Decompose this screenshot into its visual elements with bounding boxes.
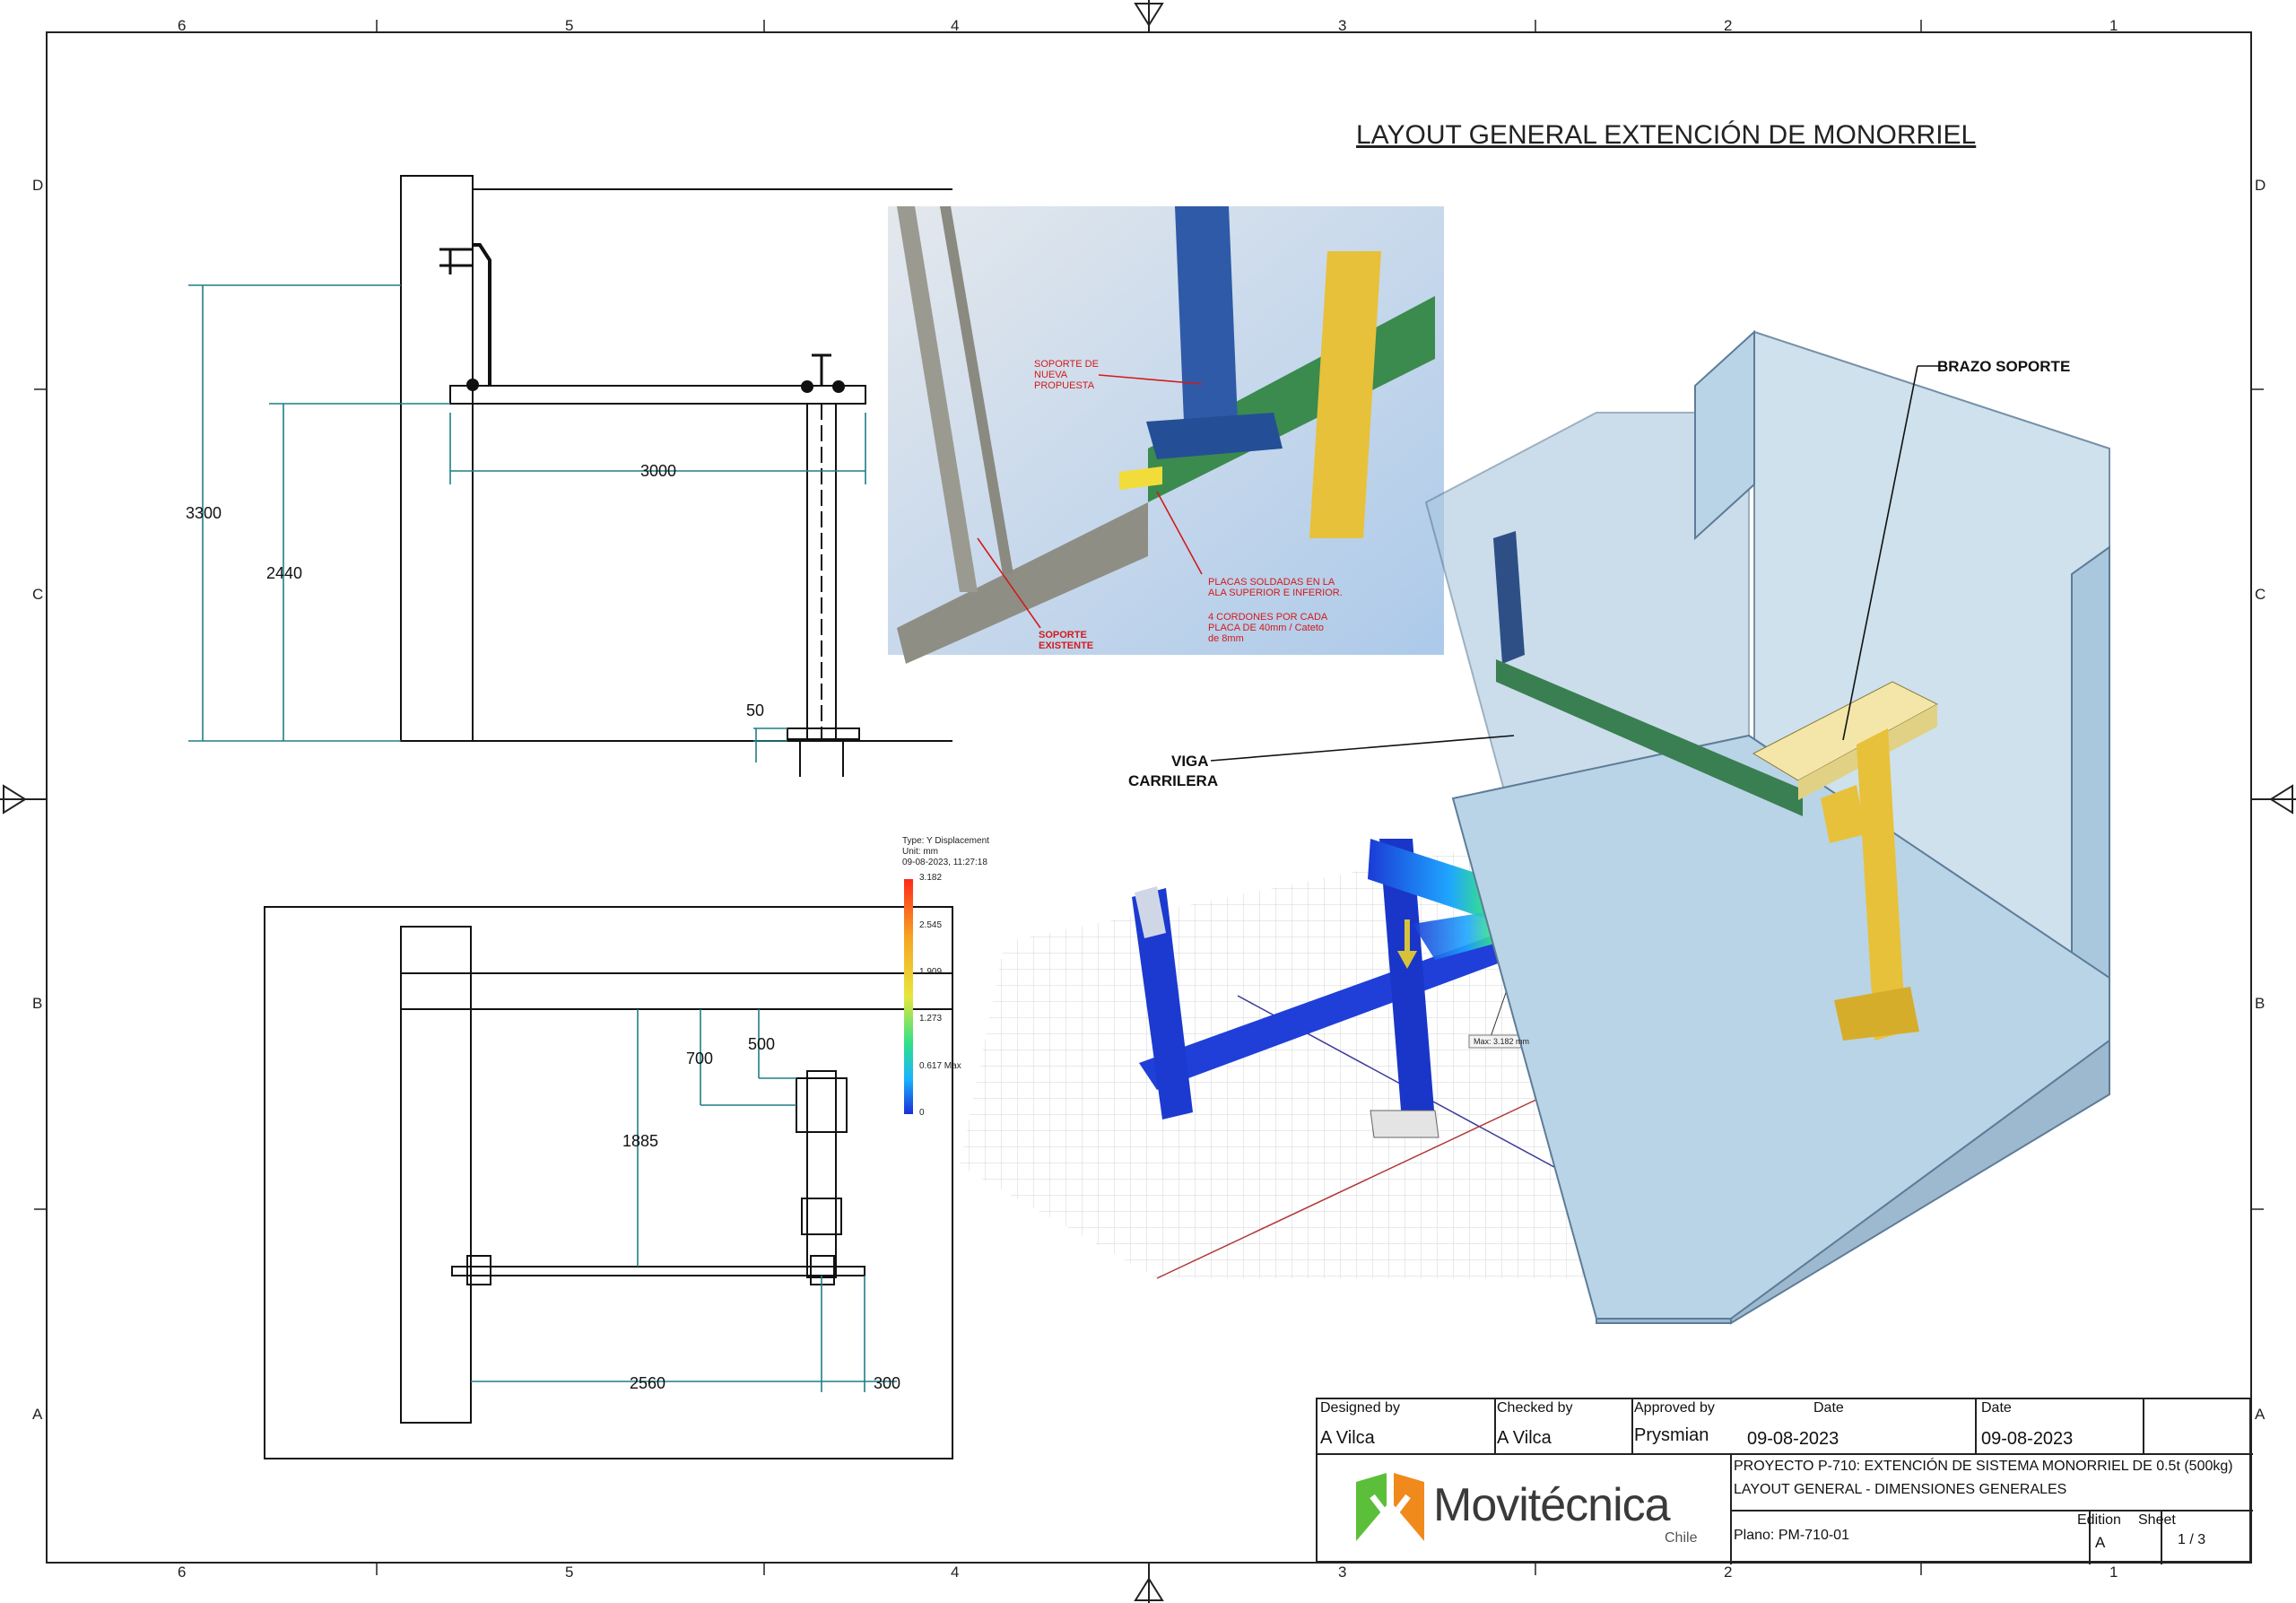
dim-300: 300 [874, 1374, 900, 1392]
col-label-5b: 5 [565, 1564, 573, 1581]
title-block [1316, 1398, 2253, 1564]
fea-legend-tick-5: 0 [919, 1108, 925, 1118]
note-cordones: 4 CORDONES POR CADA PLACA DE 40mm / Cate… [1208, 612, 1328, 644]
row-label-a-r: A [2255, 1406, 2266, 1423]
col-label-1: 1 [2109, 17, 2118, 34]
plan-view [264, 906, 953, 1459]
edition-label: Edition [2077, 1512, 2121, 1528]
dim-500: 500 [748, 1035, 775, 1053]
drawing-title: LAYOUT GENERAL EXTENCIÓN DE MONORRIEL [1356, 120, 1977, 150]
col-label-1b: 1 [2109, 1564, 2118, 1581]
edition-value: A [2095, 1534, 2106, 1551]
row-label-c-r: C [2255, 586, 2266, 603]
logo-sub: Chile [1665, 1530, 1698, 1546]
movitecnica-logo-icon [1356, 1473, 1424, 1541]
fea-legend-bar [904, 879, 913, 1114]
note-soporte-nueva: SOPORTE DE NUEVA PROPUESTA [1034, 359, 1099, 391]
designed-by-label: Designed by [1320, 1400, 1400, 1416]
fea-legend-tick-3: 1.273 [919, 1014, 943, 1024]
plan-dims [471, 1009, 897, 1392]
project-line-1: PROYECTO P-710: EXTENCIÓN DE SISTEMA MON… [1734, 1459, 2233, 1474]
date-value-1: 09-08-2023 [1747, 1429, 1839, 1449]
col-label-4b: 4 [951, 1564, 959, 1581]
dim-1885: 1885 [622, 1132, 658, 1150]
elevation-dims [188, 284, 866, 762]
render-detail-inset [888, 206, 1444, 664]
callout-carrilera: CARRILERA [1128, 772, 1219, 789]
row-label-d: D [32, 177, 43, 194]
callout-viga: VIGA [1171, 753, 1209, 770]
col-label-6b: 6 [178, 1564, 186, 1581]
dim-50: 50 [746, 701, 764, 719]
elevation-view [400, 175, 952, 777]
note-placas: PLACAS SOLDADAS EN LA ALA SUPERIOR E INF… [1208, 577, 1343, 598]
render-detail-leaders [977, 374, 1203, 629]
col-label-5: 5 [565, 17, 573, 34]
col-label-6: 6 [178, 17, 186, 34]
dim-3000: 3000 [640, 462, 676, 480]
plan-dim-labels: 700 500 1885 2560 300 [622, 1035, 900, 1392]
plano-number: Plano: PM-710-01 [1734, 1528, 1849, 1543]
elevation-dim-labels: 3300 2440 3000 50 [186, 462, 764, 719]
dim-2560: 2560 [630, 1374, 665, 1392]
dim-2440: 2440 [266, 564, 302, 582]
col-label-3b: 3 [1338, 1564, 1346, 1581]
fea-legend-tick-4: 0.617 Max [919, 1061, 961, 1071]
callout-brazo-soporte: BRAZO SOPORTE [1937, 358, 2071, 375]
designed-by-value: A Vilca [1320, 1428, 1375, 1448]
fea-legend-type: Type: Y Displacement [902, 836, 989, 846]
row-label-b: B [32, 995, 42, 1012]
dim-700: 700 [686, 1050, 713, 1067]
fea-max-label: Max: 3.182 mm [1474, 1037, 1530, 1046]
row-label-c: C [32, 586, 43, 603]
sheet-label: Sheet [2138, 1512, 2176, 1528]
fea-legend-tick-1: 2.545 [919, 920, 943, 930]
checked-by-value: A Vilca [1497, 1428, 1552, 1448]
fea-legend-date: 09-08-2023, 11:27:18 [902, 858, 987, 867]
checked-by-label: Checked by [1497, 1400, 1573, 1416]
sheet-value: 1 / 3 [2178, 1532, 2206, 1547]
date-label-2: Date [1981, 1400, 2012, 1416]
logo-name: Movitécnica [1433, 1479, 1671, 1531]
row-label-a: A [32, 1406, 43, 1423]
fea-legend-tick-0: 3.182 [919, 873, 943, 883]
row-label-d-r: D [2255, 177, 2266, 194]
date-label-1: Date [1813, 1400, 1844, 1416]
grid-labels: 6 5 4 3 2 1 6 5 4 3 2 1 D C B A D C B A [32, 17, 2266, 1581]
approved-by-value: Prysmian [1634, 1425, 1709, 1445]
col-label-2: 2 [1724, 17, 1732, 34]
grid-ticks-top [34, 20, 2264, 1575]
fea-legend-tick-2: 1.909 [919, 967, 943, 977]
date-value-2: 09-08-2023 [1981, 1429, 2074, 1449]
col-label-3: 3 [1338, 17, 1346, 34]
project-line-2: LAYOUT GENERAL - DIMENSIONES GENERALES [1734, 1482, 2067, 1497]
col-label-4: 4 [951, 17, 959, 34]
dim-3300: 3300 [186, 504, 222, 522]
approved-by-label: Approved by [1634, 1400, 1715, 1416]
iso-leaders [1210, 365, 1946, 762]
fea-legend-unit: Unit: mm [902, 847, 938, 857]
row-label-b-r: B [2255, 995, 2265, 1012]
note-soporte-existente: SOPORTE EXISTENTE [1039, 630, 1094, 651]
col-label-2b: 2 [1724, 1564, 1732, 1581]
